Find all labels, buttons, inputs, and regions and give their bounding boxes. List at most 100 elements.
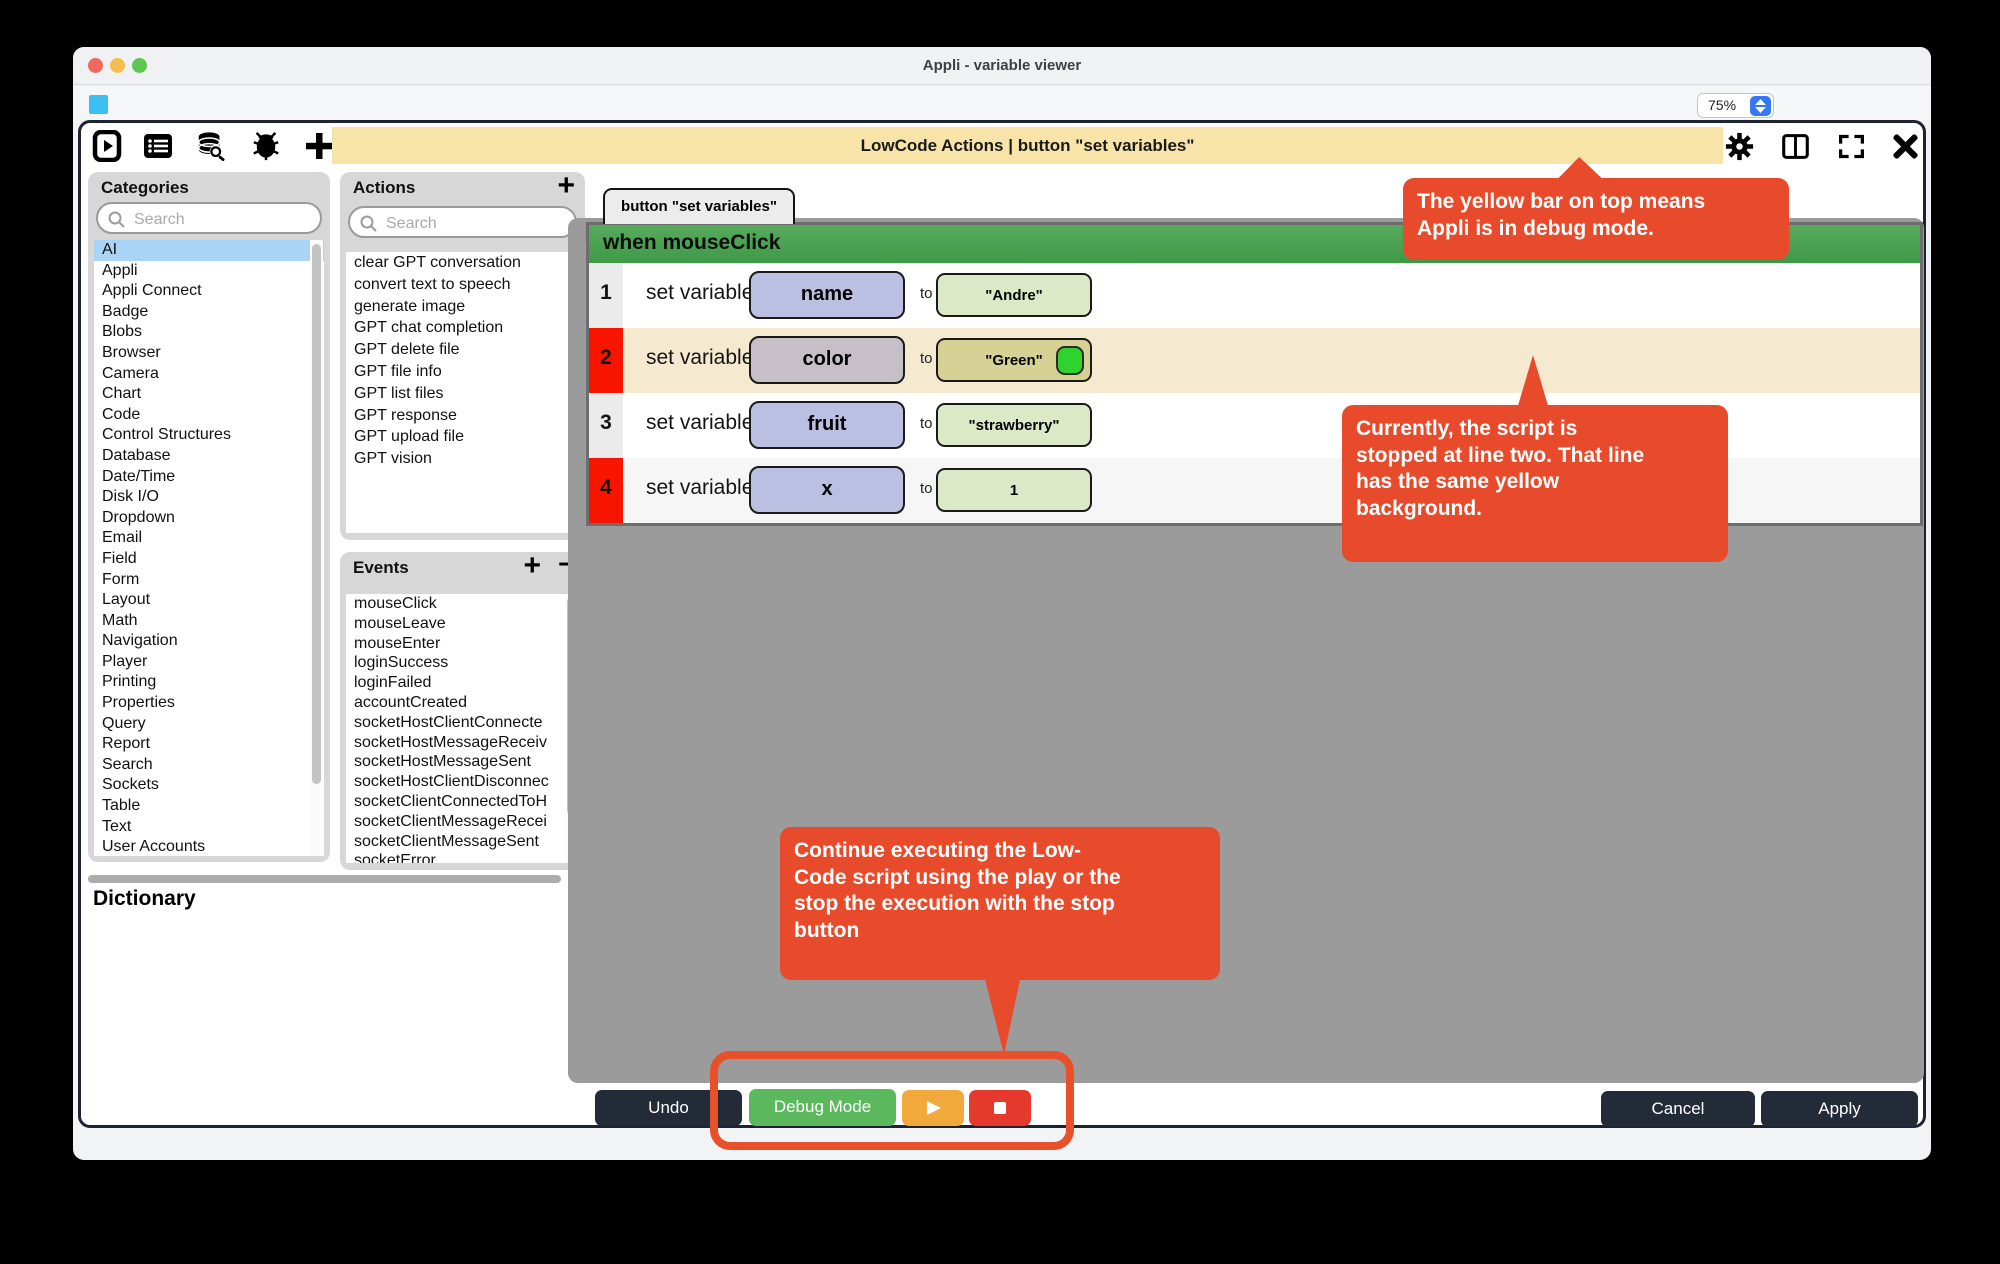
category-list-item[interactable]: Email — [102, 529, 143, 547]
variable-value-pill[interactable]: "strawberry" — [936, 403, 1092, 447]
category-list-item[interactable]: Appli Connect — [102, 282, 202, 300]
category-list-item[interactable]: Search — [102, 755, 153, 773]
event-list-item[interactable]: mouseClick — [354, 595, 437, 612]
event-list-item[interactable]: mouseLeave — [354, 614, 446, 632]
category-list-item[interactable]: Form — [102, 570, 140, 588]
stepper-down-icon — [1755, 107, 1766, 113]
event-list-item[interactable]: socketHostMessageSent — [354, 753, 531, 771]
settings-gear-icon[interactable] — [1725, 132, 1754, 161]
play-button[interactable] — [902, 1090, 964, 1126]
add-event-icon[interactable]: + — [523, 549, 541, 582]
mac-zoom-button[interactable] — [132, 58, 147, 73]
event-list-item[interactable]: socketHostClientConnecte — [354, 713, 543, 731]
action-list-item[interactable]: GPT delete file — [354, 341, 460, 359]
category-list-item[interactable]: Sockets — [102, 776, 159, 794]
line-number-breakpoint[interactable]: 4 — [589, 458, 623, 523]
category-list-item[interactable]: Appli — [102, 261, 138, 279]
category-list-item[interactable]: Text — [102, 817, 132, 835]
event-list-item[interactable]: socketHostClientDisconnec — [354, 773, 549, 791]
category-list-item[interactable]: Blobs — [102, 323, 143, 341]
categories-title: Categories — [101, 178, 189, 197]
close-icon[interactable] — [1891, 132, 1920, 161]
add-icon[interactable] — [303, 130, 335, 162]
list-icon[interactable] — [142, 130, 174, 162]
action-list-item[interactable]: GPT file info — [354, 362, 442, 380]
event-list-item[interactable]: socketClientMessageSent — [354, 832, 539, 850]
category-list-item[interactable]: Report — [102, 735, 151, 753]
categories-search-input[interactable]: Search — [96, 202, 322, 234]
action-list-item[interactable]: clear GPT conversation — [354, 254, 521, 271]
apply-button[interactable]: Apply — [1761, 1091, 1918, 1127]
horizontal-scrollbar[interactable] — [88, 875, 561, 883]
events-list: mouseClick mouseLeave mouseEnter loginSucce… — [346, 594, 579, 863]
actions-search-input[interactable]: Search — [348, 206, 577, 238]
categories-scrollbar[interactable] — [310, 240, 323, 856]
callout-stopped-line: Currently, the script is stopped at line… — [1342, 405, 1728, 562]
cancel-button[interactable]: Cancel — [1601, 1091, 1755, 1127]
category-list-item[interactable]: Printing — [102, 673, 157, 691]
mac-close-button[interactable] — [88, 58, 103, 73]
fullscreen-icon[interactable] — [1837, 132, 1866, 161]
category-list-item[interactable]: Dropdown — [102, 508, 175, 526]
variable-value-pill[interactable]: "Andre" — [936, 273, 1092, 317]
action-list-item[interactable]: convert text to speech — [354, 275, 511, 293]
line-number[interactable]: 3 — [589, 393, 623, 458]
category-list-item[interactable]: Database — [102, 446, 171, 464]
script-tab[interactable]: button "set variables" — [603, 188, 795, 224]
event-list-item[interactable]: accountCreated — [354, 693, 467, 711]
line-number-breakpoint[interactable]: 2 — [589, 328, 623, 393]
database-search-icon[interactable] — [195, 130, 227, 162]
variable-value-pill[interactable]: 1 — [936, 468, 1092, 512]
category-list-item[interactable]: Properties — [102, 694, 175, 712]
category-list-item[interactable]: Control Structures — [102, 426, 231, 444]
line-number[interactable]: 1 — [589, 263, 623, 328]
category-list-item[interactable]: Camera — [102, 364, 159, 382]
category-list-item[interactable]: Date/Time — [102, 467, 176, 485]
category-list-item[interactable]: Table — [102, 797, 141, 815]
variable-name-pill[interactable]: fruit — [749, 401, 905, 449]
zoom-control[interactable]: 75% — [1697, 93, 1774, 118]
zoom-level-value: 75% — [1708, 97, 1737, 113]
split-view-icon[interactable] — [1781, 132, 1810, 161]
action-list-item[interactable]: GPT list files — [354, 384, 444, 402]
event-list-item[interactable]: loginFailed — [354, 674, 432, 692]
event-list-item[interactable]: mouseEnter — [354, 634, 441, 652]
category-list-item[interactable]: Navigation — [102, 632, 178, 650]
category-list-item[interactable]: User Accounts — [102, 838, 206, 856]
add-action-icon[interactable]: + — [557, 169, 575, 202]
variable-name-pill[interactable]: x — [749, 466, 905, 514]
action-list-item[interactable]: GPT upload file — [354, 428, 464, 446]
variable-name-pill[interactable]: name — [749, 271, 905, 319]
category-list-item[interactable]: Code — [102, 405, 141, 423]
action-list-item[interactable]: GPT vision — [354, 450, 432, 468]
variable-name-pill[interactable]: color — [749, 336, 905, 384]
selected-object-swatch[interactable] — [89, 95, 108, 114]
event-list-item[interactable]: socketClientMessageRecei — [354, 812, 547, 830]
action-list-item[interactable]: generate image — [354, 297, 466, 315]
category-list-item[interactable]: Browser — [102, 343, 161, 361]
mac-minimize-button[interactable] — [110, 58, 125, 73]
category-list-item[interactable]: AI — [94, 240, 324, 261]
event-list-item[interactable]: socketError — [354, 852, 436, 863]
category-list-item[interactable]: Query — [102, 714, 146, 732]
run-icon[interactable] — [92, 129, 124, 163]
category-list-item[interactable]: Badge — [102, 302, 149, 320]
category-list-item[interactable]: Disk I/O — [102, 488, 159, 506]
debug-bug-icon[interactable] — [250, 130, 282, 162]
category-list-item[interactable]: Player — [102, 652, 148, 670]
variable-value-pill[interactable]: "Green" — [936, 338, 1092, 382]
action-list-item[interactable]: GPT response — [354, 406, 457, 424]
stop-button[interactable] — [969, 1090, 1031, 1126]
event-list-item[interactable]: socketHostMessageReceiv — [354, 733, 547, 751]
action-list-item[interactable]: GPT chat completion — [354, 319, 504, 337]
zoom-stepper[interactable] — [1750, 96, 1771, 116]
event-list-item[interactable]: socketClientConnectedToH — [354, 792, 547, 810]
category-list-item[interactable]: Layout — [102, 591, 151, 609]
category-list-item[interactable]: Chart — [102, 385, 142, 403]
event-list-item[interactable]: loginSuccess — [354, 654, 449, 672]
category-list-item[interactable]: Math — [102, 611, 138, 629]
debug-mode-button[interactable]: Debug Mode — [749, 1089, 896, 1126]
category-list-item[interactable]: Field — [102, 549, 137, 567]
